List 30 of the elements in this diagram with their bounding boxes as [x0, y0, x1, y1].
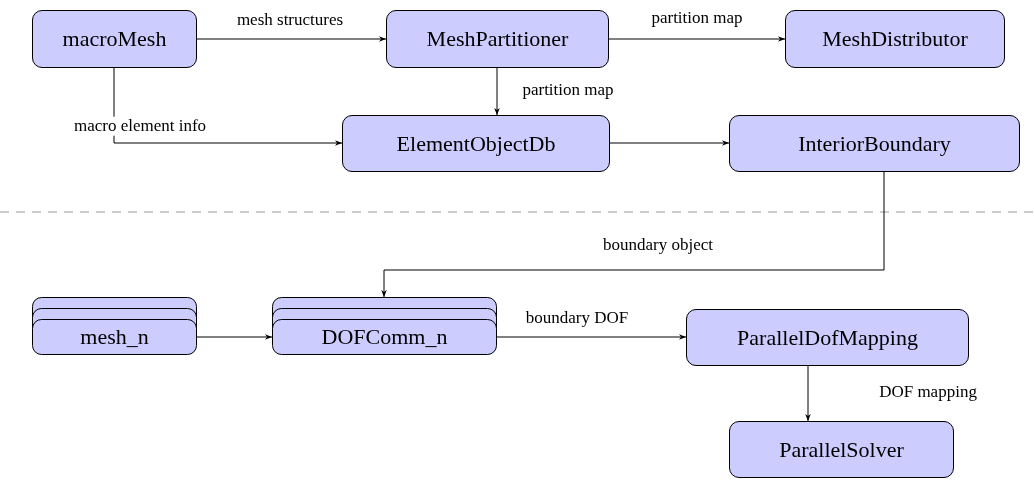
process-box: [32, 10, 197, 68]
process-box: [729, 115, 1020, 172]
node-label: MeshPartitioner: [426, 26, 569, 52]
process-box: [686, 309, 969, 366]
arrow: [196, 334, 273, 340]
process-box: [785, 10, 1005, 68]
arrow: [113, 67, 343, 146]
node-label: ParallelSolver: [779, 436, 904, 463]
edge-label: boundary DOF: [523, 308, 631, 328]
node-label: mesh_n: [80, 324, 149, 350]
node-label: macroMesh: [62, 26, 167, 52]
edge-label: boundary object: [601, 235, 715, 255]
arrow: [609, 140, 730, 146]
process-box: [342, 115, 610, 172]
arrow: [196, 36, 387, 42]
arrow: [494, 67, 500, 116]
arrow: [608, 36, 786, 42]
node-label: DOFComm_n: [321, 324, 448, 350]
node-label: ElementObjectDb: [396, 130, 556, 157]
stacked-box: [272, 297, 497, 355]
arrow: [805, 365, 811, 422]
arrow: [496, 334, 687, 340]
node-label: ParallelDofMapping: [737, 324, 918, 351]
process-box: [729, 421, 954, 478]
stacked-box: [32, 297, 197, 355]
node-label: MeshDistributor: [822, 26, 968, 52]
arrow: [381, 171, 885, 298]
process-box: [386, 10, 609, 68]
edge-label: macro element info: [71, 116, 209, 136]
node-label: InteriorBoundary: [798, 130, 951, 157]
